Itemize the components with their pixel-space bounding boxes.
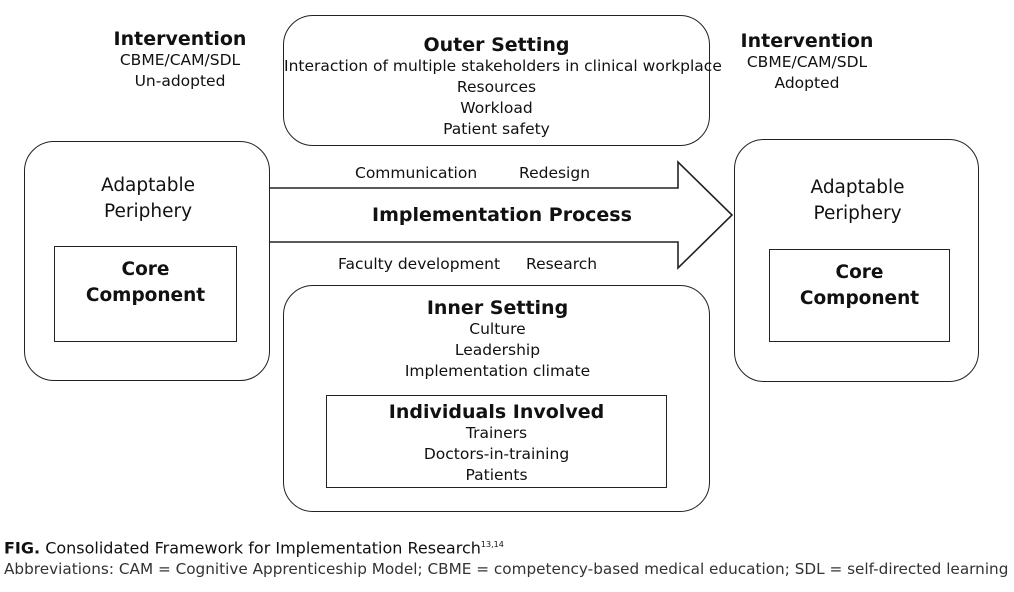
- outer-setting-item: Interaction of multiple stakeholders in …: [284, 57, 722, 75]
- implementation-process-label: Implementation Process: [372, 204, 632, 226]
- figure-title: Consolidated Framework for Implementatio…: [45, 538, 481, 558]
- right-core-component-box: Core Component: [769, 249, 950, 342]
- individuals-item: Trainers: [465, 424, 528, 442]
- right-periphery-box: Adaptable Periphery Core Component: [734, 139, 979, 382]
- arrow-shape: [270, 160, 734, 270]
- intervention-right: Intervention CBME/CAM/SDL Adopted: [727, 30, 887, 94]
- inner-setting-title: Inner Setting: [426, 297, 569, 319]
- process-label-research: Research: [526, 255, 598, 273]
- outer-setting-title: Outer Setting: [423, 34, 570, 56]
- inner-setting-box: Inner Setting Culture Leadership Impleme…: [283, 285, 710, 512]
- intervention-left: Intervention CBME/CAM/SDL Un-adopted: [100, 28, 260, 92]
- intervention-left-status: Un-adopted: [134, 72, 226, 90]
- left-periphery-box: Adaptable Periphery Core Component: [24, 141, 270, 381]
- outer-setting-item: Workload: [460, 99, 533, 117]
- left-core-component-box: Core Component: [54, 246, 237, 342]
- right-core-label: Core: [835, 262, 884, 283]
- right-periphery-label: Periphery: [813, 203, 902, 224]
- intervention-right-type: CBME/CAM/SDL: [746, 53, 868, 71]
- process-label-redesign: Redesign: [519, 164, 591, 182]
- individuals-involved-box: Individuals Involved Trainers Doctors-in…: [326, 395, 667, 488]
- individuals-involved-title: Individuals Involved: [388, 401, 605, 423]
- figure-label: FIG.: [4, 538, 41, 558]
- intervention-right-status: Adopted: [774, 74, 840, 92]
- inner-setting-item: Culture: [469, 320, 526, 338]
- individuals-item: Doctors-in-training: [423, 445, 570, 463]
- inner-setting-item: Implementation climate: [404, 362, 591, 380]
- left-periphery-label: Periphery: [103, 201, 193, 222]
- intervention-left-title: Intervention: [113, 28, 247, 50]
- outer-setting-box: Outer Setting Interaction of multiple st…: [283, 15, 722, 146]
- process-label-faculty-development: Faculty development: [338, 255, 501, 273]
- figure-refs: 13,14: [480, 540, 504, 549]
- left-core-label: Core: [121, 259, 170, 280]
- right-periphery-label: Adaptable: [810, 177, 905, 198]
- right-core-label: Component: [799, 288, 920, 309]
- left-core-label: Component: [85, 285, 206, 306]
- figure-abbreviations: Abbreviations: CAM = Cognitive Apprentic…: [4, 560, 1009, 578]
- outer-setting-item: Patient safety: [443, 120, 550, 138]
- left-periphery-label: Adaptable: [100, 175, 195, 196]
- intervention-right-title: Intervention: [740, 30, 874, 52]
- intervention-left-type: CBME/CAM/SDL: [119, 51, 241, 69]
- process-label-communication: Communication: [355, 164, 478, 182]
- individuals-item: Patients: [465, 466, 528, 484]
- outer-setting-item: Resources: [456, 78, 537, 96]
- inner-setting-item: Leadership: [454, 341, 541, 359]
- figure-caption: FIG. Consolidated Framework for Implemen…: [4, 535, 504, 558]
